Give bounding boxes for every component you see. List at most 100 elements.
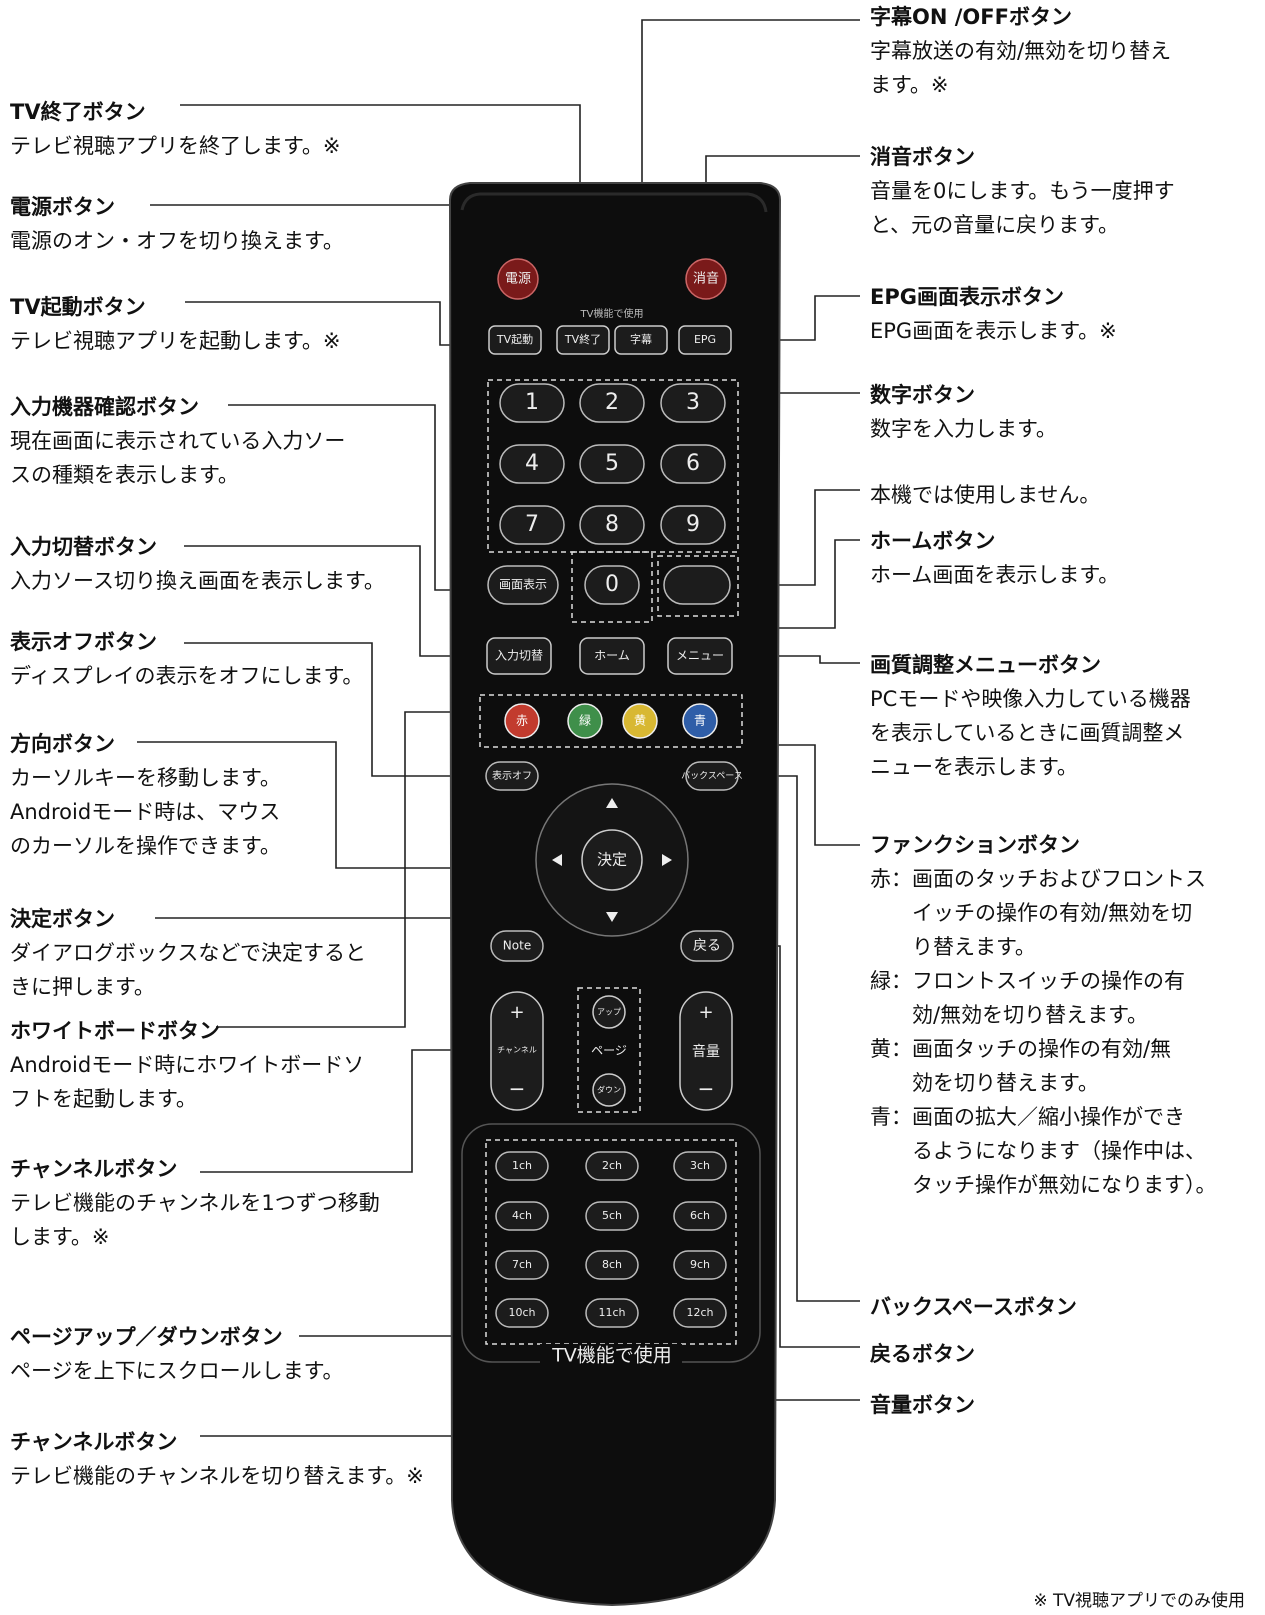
back-button[interactable] (680, 930, 734, 962)
channel-number-button[interactable] (673, 1250, 727, 1280)
note-button[interactable] (490, 930, 544, 962)
ok-button[interactable] (581, 829, 643, 891)
channel-number-button[interactable] (673, 1201, 727, 1231)
volume-rocker[interactable] (679, 991, 733, 1111)
digit-button-label: 3 (686, 390, 700, 415)
digit-button[interactable] (579, 383, 645, 423)
right-annotation: 消音ボタン音量を0にします。もう一度押すと、元の音量に戻ります。 (870, 140, 1175, 242)
page-down-button[interactable] (592, 1073, 626, 1107)
top-row-button[interactable] (614, 325, 668, 355)
backspace-button[interactable] (685, 761, 739, 791)
digit-button[interactable] (499, 383, 565, 423)
tv-only-bottom-label: TV機能で使用 (551, 1345, 672, 1367)
digit-button[interactable] (660, 505, 726, 545)
display-info-button[interactable] (487, 565, 559, 605)
channel-number-button[interactable] (585, 1250, 639, 1280)
right-annotation: 戻るボタン (870, 1337, 975, 1371)
label-desc: テレビ視聴アプリを終了します。※ (10, 134, 341, 158)
channel-number-button[interactable] (585, 1151, 639, 1181)
digit-button[interactable] (579, 505, 645, 545)
channel-number-button[interactable] (585, 1201, 639, 1231)
channel-number-button[interactable] (495, 1298, 549, 1328)
display-off-button-label: 表示オフ (492, 769, 532, 782)
left-arrow-icon[interactable] (552, 854, 562, 866)
digit-button[interactable] (579, 444, 645, 484)
left-annotation: チャンネルボタンテレビ機能のチャンネルを1つずつ移動します。※ (10, 1152, 380, 1254)
function-line: 効を切り替えます。 (912, 1071, 1099, 1095)
label-title: 表示オフボタン (10, 630, 157, 654)
digit-button[interactable] (499, 444, 565, 484)
digit-button[interactable] (660, 444, 726, 484)
power-button[interactable] (497, 258, 539, 300)
label-desc: Androidモード時にホワイトボードソ (10, 1053, 365, 1077)
label-desc: と、元の音量に戻ります。 (870, 213, 1120, 237)
label-desc: ディスプレイの表示をオフにします。 (10, 664, 364, 688)
digit-button[interactable] (584, 565, 640, 605)
page-up-label: アップ (597, 1008, 621, 1017)
digit-button[interactable] (660, 383, 726, 423)
unused-button[interactable] (663, 565, 731, 605)
mute-button[interactable] (685, 258, 727, 300)
page-up-button[interactable] (592, 995, 626, 1029)
channel-number-button[interactable] (585, 1298, 639, 1328)
left-annotation: TV起動ボタンテレビ視聴アプリを起動します。※ (10, 290, 341, 358)
display-off-button[interactable] (485, 761, 539, 791)
channel-number-button[interactable] (673, 1298, 727, 1328)
menu-button[interactable] (667, 637, 733, 675)
color-button-label: 赤 (516, 714, 528, 728)
label-desc: します。※ (10, 1225, 110, 1249)
label-desc: 音量を0にします。もう一度押す (870, 179, 1175, 203)
channel-number-button-label: 12ch (686, 1306, 713, 1319)
up-arrow-icon[interactable] (606, 798, 618, 808)
label-desc: 字幕放送の有効/無効を切り替え (870, 39, 1172, 63)
label-desc: 電源のオン・オフを切り換えます。 (10, 229, 344, 253)
label-desc: テレビ機能のチャンネルを1つずつ移動 (10, 1191, 380, 1215)
digit-button[interactable] (499, 505, 565, 545)
left-annotation: 決定ボタンダイアログボックスなどで決定するときに押します。 (10, 902, 366, 1004)
digit-button-label: 5 (605, 451, 619, 476)
leader-line (184, 642, 486, 777)
channel-rocker[interactable] (490, 991, 544, 1111)
color-button[interactable] (682, 703, 718, 739)
digit-button-label: 2 (605, 390, 619, 415)
right-annotation: 数字ボタン数字を入力します。 (870, 378, 1057, 446)
label-desc: テレビ機能のチャンネルを切り替えます。※ (10, 1464, 424, 1488)
top-row-button[interactable] (488, 325, 542, 355)
function-text: 画面のタッチおよびフロントスイッチの操作の有効/無効を切り替えます。 (912, 862, 1206, 964)
function-line: 画面のタッチおよびフロントス (912, 867, 1206, 891)
channel-number-button-label: 11ch (598, 1306, 625, 1319)
label-desc: のカーソルを操作できます。 (10, 834, 281, 858)
home-button[interactable] (579, 637, 645, 675)
left-annotation: チャンネルボタンテレビ機能のチャンネルを切り替えます。※ (10, 1425, 424, 1493)
channel-number-button[interactable] (495, 1151, 549, 1181)
digit-button-label: 9 (686, 512, 700, 537)
channel-number-button-label: 7ch (512, 1258, 532, 1271)
function-line: り替えます。 (912, 935, 1036, 959)
top-row-label: EPG (694, 333, 716, 346)
top-row-button[interactable] (678, 325, 732, 355)
label-title: 画質調整メニューボタン (870, 653, 1101, 677)
channel-number-button[interactable] (495, 1250, 549, 1280)
color-button-label: 緑 (579, 713, 591, 728)
label-desc: カーソルキーを移動します。 (10, 766, 281, 790)
channel-number-button[interactable] (495, 1201, 549, 1231)
color-button[interactable] (622, 703, 658, 739)
input-switch-button[interactable] (486, 637, 552, 675)
leader-line (137, 741, 546, 869)
right-arrow-icon[interactable] (662, 854, 672, 866)
right-annotation: 音量ボタン (870, 1388, 975, 1422)
channel-number-button-label: 9ch (690, 1258, 710, 1271)
channel-number-button[interactable] (673, 1151, 727, 1181)
unused-dashed-box (657, 555, 739, 617)
digit-button-label: 4 (525, 451, 539, 476)
function-text: フロントスイッチの操作の有効/無効を切り替えます。 (912, 964, 1185, 1032)
top-row-label: TV起動 (496, 332, 533, 346)
function-line: るようになります（操作中は、 (912, 1139, 1206, 1163)
top-row-button[interactable] (556, 325, 610, 355)
function-key: 青： (870, 1105, 912, 1129)
down-arrow-icon[interactable] (606, 912, 618, 922)
color-button[interactable] (504, 703, 540, 739)
color-button[interactable] (567, 703, 603, 739)
